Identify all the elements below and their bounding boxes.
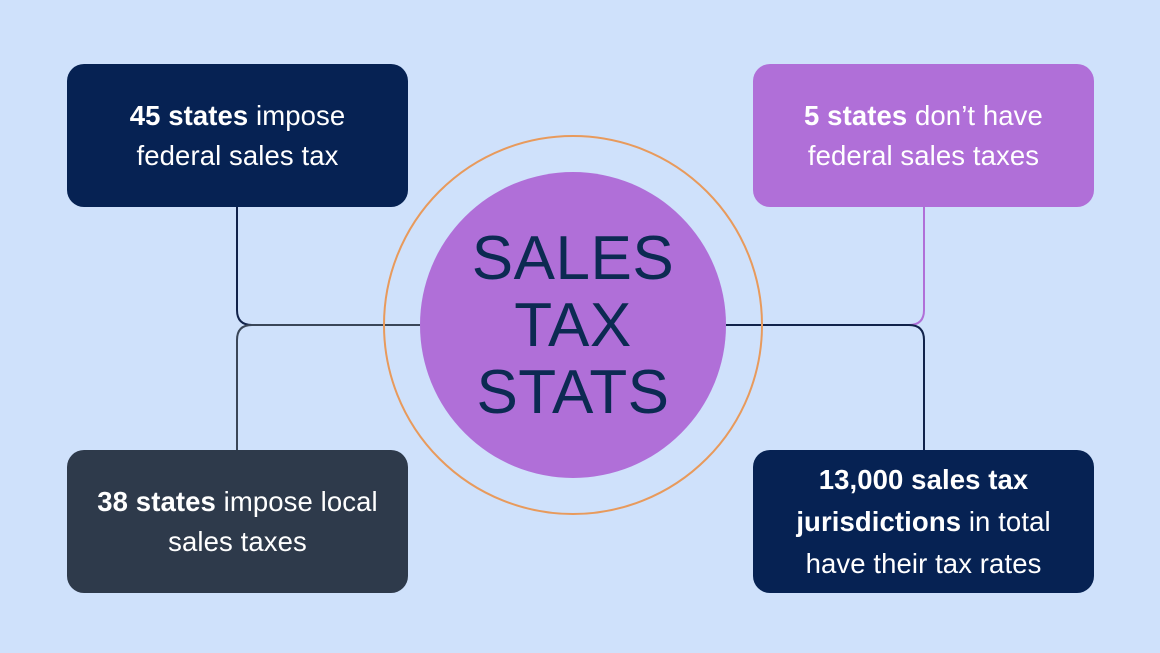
stat-card-top-left-text: 45 states impose federal sales tax <box>89 96 386 176</box>
stat-card-top-right-highlight: 5 states <box>804 99 908 131</box>
stat-card-top-left-rest: impose federal sales tax <box>136 99 346 171</box>
stat-card-bottom-left[interactable]: 38 states impose local sales taxes <box>67 450 408 593</box>
stat-card-bottom-left-text: 38 states impose local sales taxes <box>89 482 386 562</box>
stat-card-bottom-left-highlight: 38 states <box>97 485 216 517</box>
stat-card-top-left-highlight: 45 states <box>129 99 249 131</box>
stat-card-bottom-right-text: 13,000 sales tax jurisdictions in total … <box>775 459 1072 585</box>
hub-title: SALES TAX STATS <box>471 223 675 427</box>
stat-card-bottom-right-highlight: 13,000 sales tax jurisdictions <box>796 463 1029 537</box>
stat-card-top-right-text: 5 states don’t have federal sales taxes <box>775 96 1072 176</box>
hub-circle: SALES TAX STATS <box>420 172 726 478</box>
connector-top-left <box>236 207 420 326</box>
stat-card-bottom-left-rest: impose local sales taxes <box>168 485 378 557</box>
stat-card-top-left[interactable]: 45 states impose federal sales tax <box>67 64 408 207</box>
stat-card-top-right-rest: don’t have federal sales taxes <box>807 99 1043 171</box>
stat-card-bottom-right-rest: in total have their tax rates <box>805 505 1051 579</box>
connector-bottom-right <box>726 324 925 450</box>
stat-card-top-right[interactable]: 5 states don’t have federal sales taxes <box>753 64 1094 207</box>
connector-top-right <box>726 207 925 326</box>
connector-bottom-left <box>236 324 420 450</box>
stat-card-bottom-right[interactable]: 13,000 sales tax jurisdictions in total … <box>753 450 1094 593</box>
